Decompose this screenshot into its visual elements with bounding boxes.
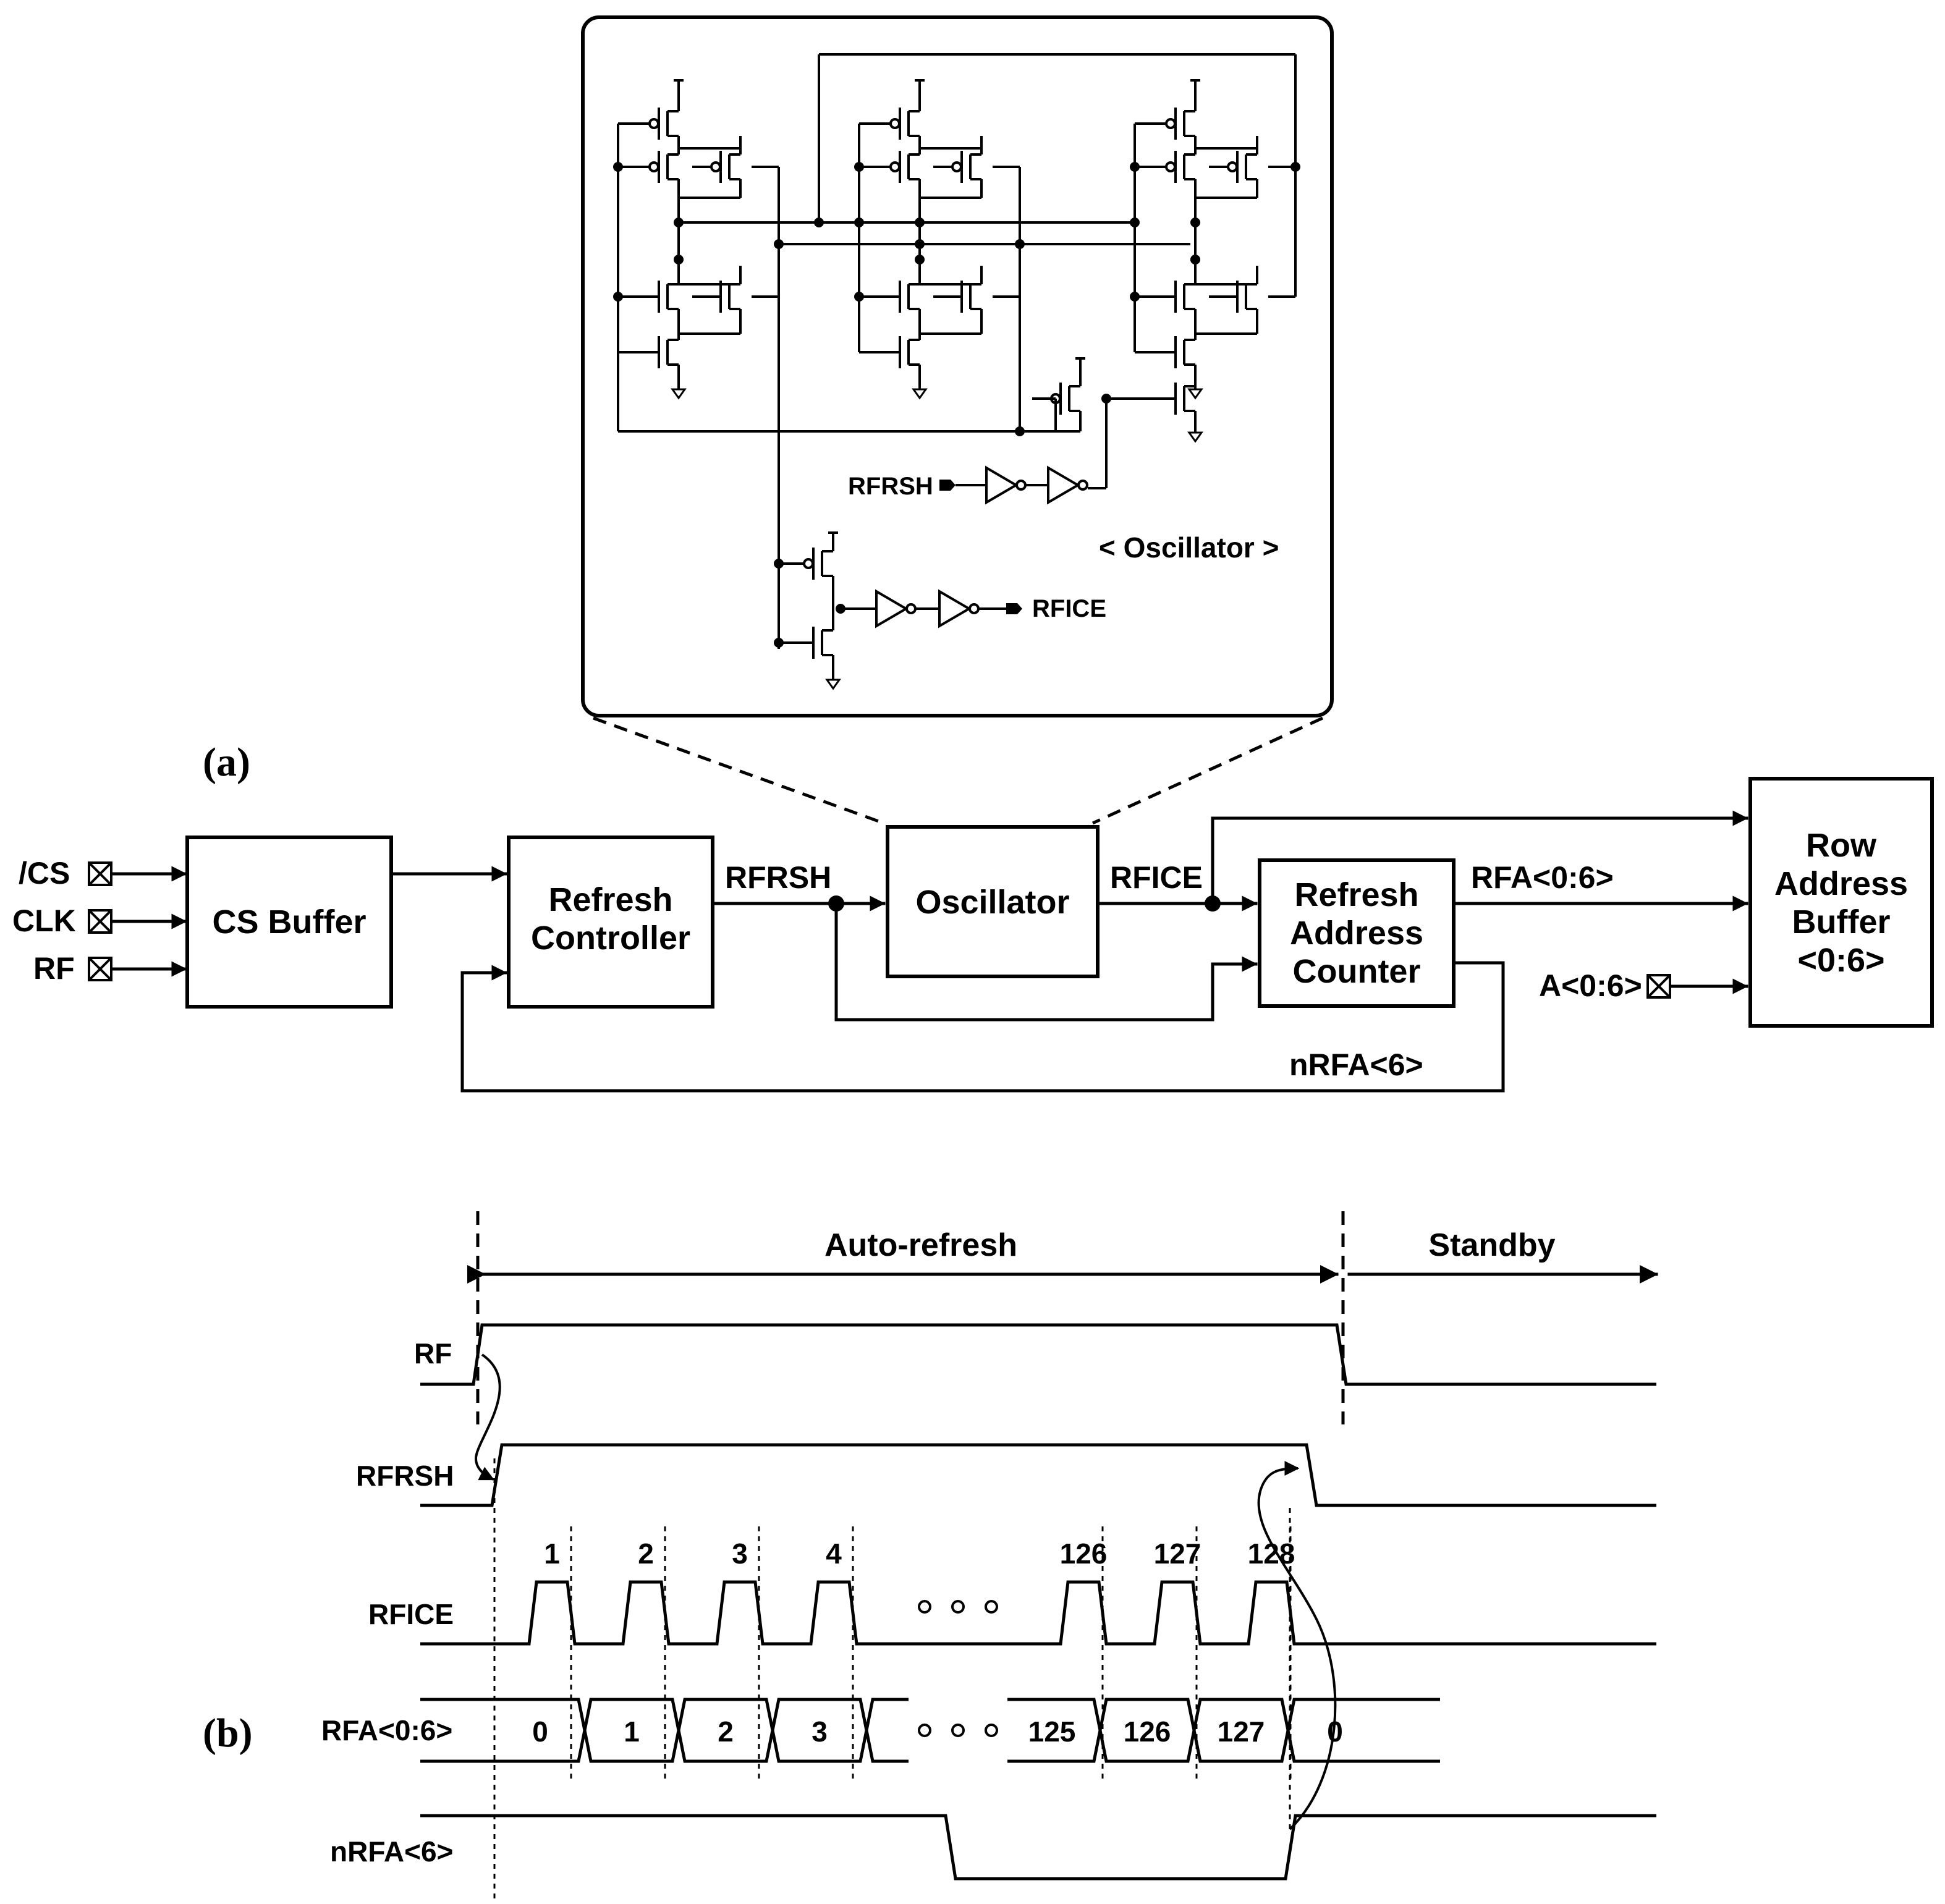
rab-label-3: Buffer bbox=[1792, 903, 1891, 941]
rfice-signal-label: RFICE bbox=[1110, 860, 1203, 895]
ellipsis-dot bbox=[918, 1600, 931, 1614]
rfice-waveform bbox=[420, 1580, 1656, 1646]
rac-label-2: Address bbox=[1290, 915, 1423, 952]
rac-label-1: Refresh bbox=[1294, 876, 1418, 913]
rfice-pulse-number: 2 bbox=[638, 1538, 654, 1570]
inset-rfrsh-pin bbox=[939, 480, 956, 491]
wave-label-nrfa: nRFA<6> bbox=[330, 1835, 453, 1868]
rfa-value: 3 bbox=[811, 1716, 828, 1748]
cs-buffer-block bbox=[185, 836, 393, 1009]
ellipsis-dot bbox=[951, 1600, 965, 1614]
ellipsis-dot bbox=[985, 1724, 998, 1737]
rab-label-4: <0:6> bbox=[1797, 942, 1884, 979]
rfa-bus-bottom bbox=[1007, 1730, 1440, 1763]
inset-rfice-label: RFICE bbox=[1032, 595, 1106, 622]
rfice-pulse-number: 1 bbox=[544, 1538, 560, 1570]
nrfa-waveform bbox=[420, 1814, 1656, 1881]
rfa-value: 0 bbox=[532, 1716, 548, 1748]
input-pad-icons bbox=[88, 861, 112, 981]
input-clk-label: CLK bbox=[12, 903, 76, 938]
row-address-buffer-block bbox=[1748, 777, 1934, 1028]
rfa-value: 2 bbox=[718, 1716, 734, 1748]
cs-buffer-label: CS Buffer bbox=[212, 903, 366, 941]
inset-rfrsh-label: RFRSH bbox=[848, 473, 933, 500]
wave-label-rfice: RFICE bbox=[368, 1598, 454, 1630]
addr-pad-icon bbox=[1646, 974, 1671, 999]
rfa-value: 127 bbox=[1218, 1716, 1265, 1748]
refresh-controller-label-2: Controller bbox=[531, 920, 690, 957]
timing-guide-lines bbox=[493, 1458, 1292, 1900]
phase-auto-refresh: Auto-refresh bbox=[824, 1227, 1017, 1263]
ellipsis-dot bbox=[918, 1724, 931, 1737]
rfa-value: 125 bbox=[1028, 1716, 1076, 1748]
phase-standby: Standby bbox=[1428, 1227, 1555, 1263]
refresh-controller-block bbox=[507, 836, 714, 1009]
nrfa-signal-label: nRFA<6> bbox=[1289, 1047, 1423, 1082]
rfrsh-waveform bbox=[420, 1443, 1656, 1507]
inset-rfice-pin bbox=[1006, 603, 1022, 614]
rfice-pulse-number: 3 bbox=[732, 1538, 748, 1570]
rfa-bus-waveform bbox=[420, 1698, 1440, 1763]
wave-label-rfrsh: RFRSH bbox=[356, 1460, 454, 1492]
refresh-address-counter-block bbox=[1258, 858, 1456, 1008]
oscillator-schematic: RFRSH < Oscillator > RFICE bbox=[613, 53, 1300, 690]
addr-in-label: A<0:6> bbox=[1539, 968, 1642, 1003]
rab-label-2: Address bbox=[1774, 865, 1908, 902]
panel-a-label: (a) bbox=[203, 740, 250, 785]
oscillator-block bbox=[886, 825, 1100, 978]
rac-label-3: Counter bbox=[1293, 953, 1421, 990]
inset-title: < Oscillator > bbox=[1099, 531, 1279, 564]
rfice-pulse-number: 126 bbox=[1060, 1538, 1108, 1570]
rfa-value: 126 bbox=[1124, 1716, 1171, 1748]
input-rf-label: RF bbox=[33, 951, 75, 986]
rfa-bus-bottom bbox=[420, 1730, 909, 1763]
rfa-signal-label: RFA<0:6> bbox=[1471, 860, 1614, 895]
ellipsis-dot bbox=[951, 1724, 965, 1737]
rfrsh-signal-label: RFRSH bbox=[725, 860, 831, 895]
rab-label-1: Row bbox=[1806, 827, 1877, 864]
rfa-value: 1 bbox=[624, 1716, 640, 1748]
rfa-ellipsis bbox=[918, 1724, 998, 1737]
refresh-controller-label-1: Refresh bbox=[548, 881, 672, 918]
wave-label-rfa: RFA<0:6> bbox=[321, 1714, 452, 1746]
rfa-bus-top bbox=[420, 1698, 909, 1731]
rfice-pulse-number: 4 bbox=[826, 1538, 842, 1570]
ellipsis-dot bbox=[985, 1600, 998, 1614]
wave-label-rf: RF bbox=[414, 1337, 452, 1369]
panel-b-label: (b) bbox=[203, 1711, 253, 1756]
oscillator-label: Oscillator bbox=[915, 884, 1069, 921]
input-cs-label: /CS bbox=[19, 856, 70, 891]
rfice-pulse-number: 127 bbox=[1154, 1538, 1201, 1570]
oscillator-inset-frame bbox=[581, 15, 1334, 717]
rf-waveform bbox=[420, 1323, 1656, 1386]
rfice-ellipsis bbox=[918, 1600, 998, 1614]
